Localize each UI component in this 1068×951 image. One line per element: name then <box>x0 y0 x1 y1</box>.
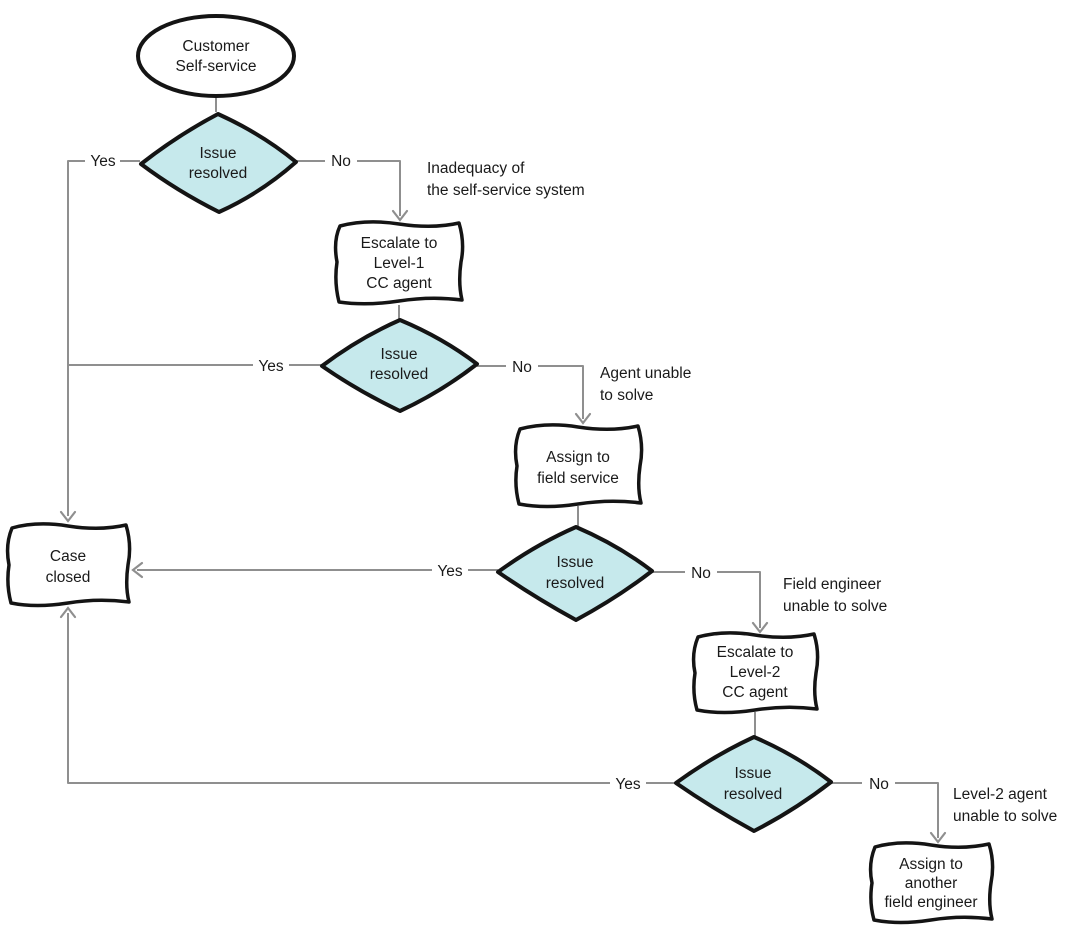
edge-labels: Yes No Yes No Yes No Yes No <box>85 150 895 793</box>
arrowhead-case-closed-bottom <box>59 606 77 619</box>
process-assign-another-line3: field engineer <box>884 894 977 911</box>
edge-label-yes-4: Yes <box>615 776 641 793</box>
edge-label-no-2: No <box>512 359 532 376</box>
start-label-line1: Customer <box>182 38 249 55</box>
process-escalate-level1-node: Escalate to Level-1 CC agent <box>333 220 465 306</box>
decision2-label-line1: Issue <box>380 346 417 363</box>
annotation-inadequacy-line2: the self-service system <box>427 182 585 199</box>
process-escalate-level2-box <box>691 631 820 715</box>
arrowhead-field-service-top <box>574 412 592 425</box>
edge-decision4-yes <box>67 613 675 784</box>
decision3-label-line2: resolved <box>546 575 605 592</box>
edge-label-yes-2: Yes <box>258 358 284 375</box>
label-bg <box>432 560 468 580</box>
annotation-inadequacy-line1: Inadequacy of <box>427 160 525 177</box>
process-escalate-level1-line2: Level-1 <box>374 255 425 272</box>
arrowhead-case-closed-right <box>131 561 144 579</box>
process-escalate-level2-line2: Level-2 <box>730 664 781 681</box>
process-assign-field-line2: field service <box>537 470 619 487</box>
decision2-label-line2: resolved <box>370 366 429 383</box>
process-assign-field-service-node: Assign to field service <box>513 423 644 509</box>
case-closed-box <box>5 522 132 608</box>
label-bg <box>506 356 538 376</box>
annotation-level2-unable-line2: unable to solve <box>953 808 1057 825</box>
process-escalate-level1-line3: CC agent <box>366 275 432 292</box>
annotation-field-engineer-line2: unable to solve <box>783 598 887 615</box>
arrowhead-level2-top <box>751 621 769 634</box>
edge-label-no-1: No <box>331 153 351 170</box>
decision4-node: Issue resolved <box>674 735 833 833</box>
start-ellipse <box>136 14 296 98</box>
process-assign-another-engineer-node: Assign to another field engineer <box>868 841 995 925</box>
start-node: Customer Self-service <box>136 14 296 98</box>
annotations: Inadequacy of the self-service system Ag… <box>427 160 1057 825</box>
arrowhead-case-closed-top <box>59 510 77 523</box>
case-closed-line1: Case <box>50 548 86 565</box>
start-label-line2: Self-service <box>176 58 257 75</box>
process-escalate-level2-line3: CC agent <box>722 684 788 701</box>
label-bg <box>610 773 646 793</box>
decision4-diamond <box>674 735 833 833</box>
label-bg <box>85 150 120 170</box>
decision4-label-line2: resolved <box>724 786 783 803</box>
process-escalate-level1-box <box>333 220 465 306</box>
decision1-diamond <box>139 112 298 214</box>
arrowhead-another-engineer-top <box>929 831 947 844</box>
arrowhead-level1-top <box>391 209 409 222</box>
annotation-agent-unable-line1: Agent unable <box>600 365 691 382</box>
case-closed-node: Case closed <box>5 522 132 608</box>
label-bg <box>325 150 357 170</box>
decision3-node: Issue resolved <box>496 525 654 622</box>
edge-decision1-yes <box>67 160 140 516</box>
edge-label-yes-1: Yes <box>90 153 116 170</box>
case-closed-line2: closed <box>46 569 91 586</box>
edge-label-yes-3: Yes <box>437 563 463 580</box>
decision1-label-line2: resolved <box>189 165 248 182</box>
process-escalate-level2-line1: Escalate to <box>717 644 794 661</box>
edge-label-no-3: No <box>691 565 711 582</box>
process-escalate-level2-node: Escalate to Level-2 CC agent <box>691 631 820 715</box>
decision2-diamond <box>320 318 479 413</box>
decision2-node: Issue resolved <box>320 318 479 413</box>
label-bg <box>862 773 895 793</box>
decision1-label-line1: Issue <box>199 145 236 162</box>
process-assign-field-service-box <box>513 423 644 509</box>
process-assign-another-line1: Assign to <box>899 856 963 873</box>
process-escalate-level1-line1: Escalate to <box>361 235 438 252</box>
decision3-label-line1: Issue <box>556 554 593 571</box>
annotation-field-engineer-line1: Field engineer <box>783 576 881 593</box>
process-assign-another-line2: another <box>905 875 958 892</box>
connectors <box>59 96 947 844</box>
decision1-node: Issue resolved <box>139 112 298 214</box>
annotation-level2-unable-line1: Level-2 agent <box>953 786 1048 803</box>
decision4-label-line1: Issue <box>734 765 771 782</box>
label-bg <box>685 562 717 582</box>
decision3-diamond <box>496 525 654 622</box>
label-bg <box>253 355 289 375</box>
annotation-agent-unable-line2: to solve <box>600 387 653 404</box>
process-assign-field-line1: Assign to <box>546 449 610 466</box>
process-assign-another-box <box>868 841 995 925</box>
edge-label-no-4: No <box>869 776 889 793</box>
